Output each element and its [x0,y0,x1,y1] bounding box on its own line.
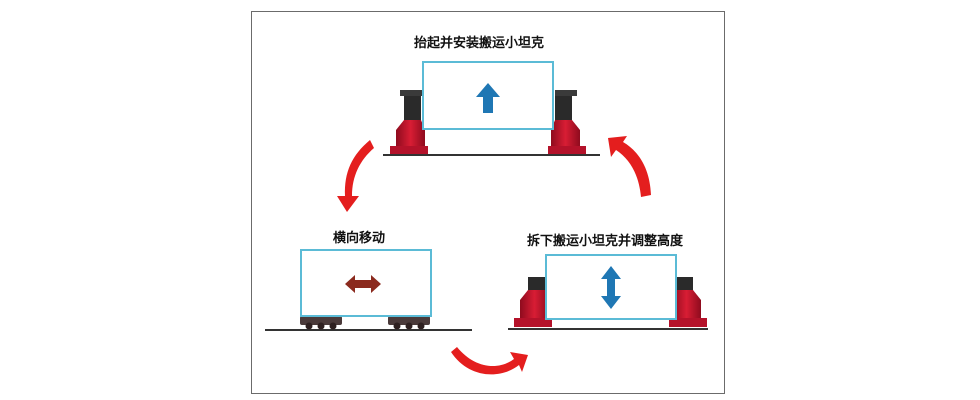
stage-left-label: 横向移动 [333,231,386,246]
jack-left [514,277,552,327]
jack-right [548,90,586,154]
stage-right-label: 拆下搬运小坦克并调整高度 [527,234,684,249]
trolley-left [300,316,342,330]
stage-left-illustration [265,249,472,331]
trolley-right [388,316,430,330]
stage-top-label: 抬起并安装搬运小坦克 [414,36,545,51]
diagram-frame [251,11,725,394]
jack-left [390,90,428,154]
stage-right-illustration [508,254,708,330]
up-arrow-icon [476,83,500,113]
jack-right [669,277,707,327]
up-down-arrow-icon [601,266,621,309]
cycle-arrow-left-icon [337,140,374,212]
left-right-arrow-icon [345,275,381,293]
cycle-arrow-right-icon [608,136,651,197]
cycle-arrow-bottom-icon [451,347,528,375]
stage-top-illustration [383,61,600,156]
